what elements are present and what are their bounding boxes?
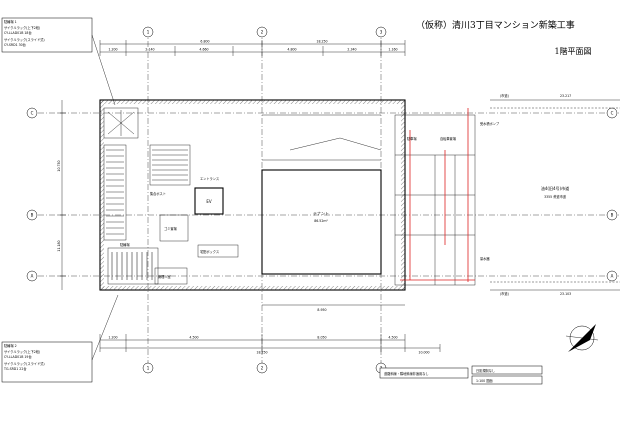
svg-text:86.52m²: 86.52m² [314,219,328,223]
svg-text:1.200: 1.200 [108,48,117,52]
svg-text:2.140: 2.140 [145,48,154,52]
svg-text:4.500: 4.500 [189,336,198,340]
svg-text:量水器: 量水器 [480,256,490,261]
road-area: 油4(旧4号)市道 3355 黄道市道 23.217 23.103 (市道) (… [490,93,620,296]
svg-text:10.750: 10.750 [57,160,61,171]
svg-text:テナント: テナント [313,210,329,216]
svg-text:B: B [31,213,34,218]
svg-text:駐輪場 2: 駐輪場 2 [4,343,17,348]
svg-text:11.180: 11.180 [57,240,61,251]
svg-text:C: C [31,111,34,116]
svg-text:4.660: 4.660 [199,48,208,52]
svg-text:B: B [611,213,614,218]
svg-text:1:100 図面: 1:100 図面 [476,379,493,383]
north-arrow-icon [565,324,599,352]
tenant-room: テナント 86.52m² [261,114,382,275]
top-dimensions: 6.800 18.250 1.200 2.140 4.660 4.800 2.3… [99,40,406,56]
svg-text:宅配ボックス: 宅配ボックス [200,249,219,254]
grid-bubble-row-a: A [26,270,38,282]
svg-text:(市道): (市道) [500,291,509,296]
red-boundary-lines [400,108,475,282]
grid-bubble-row-b-right: B [606,209,618,221]
road-width-dimension: 8.950 [262,304,405,312]
svg-text:10.000: 10.000 [418,351,429,355]
svg-text:1: 1 [147,366,150,371]
grid-bubble-row-a-right: A [606,270,618,282]
svg-text:駐輪場: 駐輪場 [120,242,130,247]
svg-text:3: 3 [380,30,383,35]
svg-text:CY-LLAD01B 18台: CY-LLAD01B 18台 [4,30,32,35]
svg-text:駐車場: 駐車場 [407,136,417,141]
svg-text:6.800: 6.800 [200,40,209,44]
svg-text:エントランス: エントランス [200,176,219,181]
legend-notes: 道路斜線・隣地斜線非適用なし 日影規制なし 1:100 図面 [379,365,543,385]
svg-text:サイクルラック(上下2段): サイクルラック(上下2段) [4,25,40,30]
svg-text:管理人室: 管理人室 [158,274,171,279]
svg-text:TG-SRD1 22台: TG-SRD1 22台 [3,366,27,371]
grid-bubble-row-b: B [26,209,38,221]
svg-text:2: 2 [261,366,264,371]
svg-text:(市道): (市道) [500,93,509,98]
grid-bubble-column-1-bottom: 1 [142,362,154,374]
core-area: EV ゴミ置場 宅配ボックス 管理人室 エントランス 集合ポスト [149,144,239,285]
svg-text:駐輪場 1: 駐輪場 1 [4,19,17,24]
bike-rack-area-2: 駐輪場 [107,242,159,285]
grid-bubble-column-3: 3 [375,26,387,38]
svg-text:ゴミ置場: ゴミ置場 [164,226,178,231]
svg-text:自転車置場: 自転車置場 [440,136,457,141]
svg-text:4.500: 4.500 [388,336,397,340]
svg-text:2.340: 2.340 [347,48,356,52]
svg-text:C: C [611,111,614,116]
note-box-bike-parking-2: 駐輪場 2 サイクルラック(上下2段) CY-LLAD01B 19台 サイクルラ… [1,341,93,383]
svg-text:道路斜線・隣地斜線非適用なし: 道路斜線・隣地斜線非適用なし [384,371,429,376]
svg-text:CY-LLAD01B 19台: CY-LLAD01B 19台 [4,354,32,359]
grid-lines [38,30,620,372]
drawing-subtitle: 1階平面図 [554,46,591,56]
svg-text:23.103: 23.103 [560,292,571,296]
svg-text:8.950: 8.950 [317,308,326,312]
svg-text:8.050: 8.050 [317,336,326,340]
svg-text:2: 2 [261,30,264,35]
parking-area: 駐車場 自転車置場 受水槽ポンプ 量水器 [394,114,500,286]
grid-bubble-column-2-bottom: 2 [256,362,268,374]
svg-text:1: 1 [147,30,150,35]
grid-bubble-row-c-right: C [606,107,618,119]
svg-text:サイクルラック(スライド式): サイクルラック(スライド式) [4,361,45,366]
bike-rack-area-1 [103,107,139,241]
svg-text:1.160: 1.160 [388,48,397,52]
building-outline [99,99,406,291]
svg-text:A: A [31,274,34,279]
svg-text:A: A [611,274,614,279]
left-dimensions: 10.750 11.180 [57,100,66,290]
svg-text:日影規制なし: 日影規制なし [476,368,495,373]
svg-text:CY-SRD1 30台: CY-SRD1 30台 [4,42,26,47]
svg-text:EV: EV [206,199,212,204]
svg-text:3355 黄道市道: 3355 黄道市道 [544,194,567,199]
svg-text:受水槽ポンプ: 受水槽ポンプ [480,121,500,126]
bottom-dimensions: 1.200 4.500 8.050 4.500 18.250 10.000 [99,334,441,355]
svg-text:18.250: 18.250 [256,351,267,355]
grid-bubble-column-2: 2 [256,26,268,38]
svg-text:1.200: 1.200 [108,336,117,340]
grid-bubble-column-1: 1 [142,26,154,38]
drawing-title: （仮称）清川3丁目マンション新築工事 [416,19,575,31]
svg-text:サイクルラック(上下2段): サイクルラック(上下2段) [4,349,40,354]
note-box-bike-parking-1: 駐輪場 1 サイクルラック(上下2段) CY-LLAD01B 18台 サイクルラ… [1,17,93,53]
svg-text:集合ポスト: 集合ポスト [150,191,166,196]
svg-text:サイクルラック(スライド式): サイクルラック(スライド式) [4,37,45,42]
svg-text:23.217: 23.217 [560,94,571,98]
svg-text:4.800: 4.800 [287,48,296,52]
svg-text:油4(旧4号)市道: 油4(旧4号)市道 [541,185,569,191]
grid-bubble-row-c: C [26,107,38,119]
svg-text:18.250: 18.250 [316,40,327,44]
